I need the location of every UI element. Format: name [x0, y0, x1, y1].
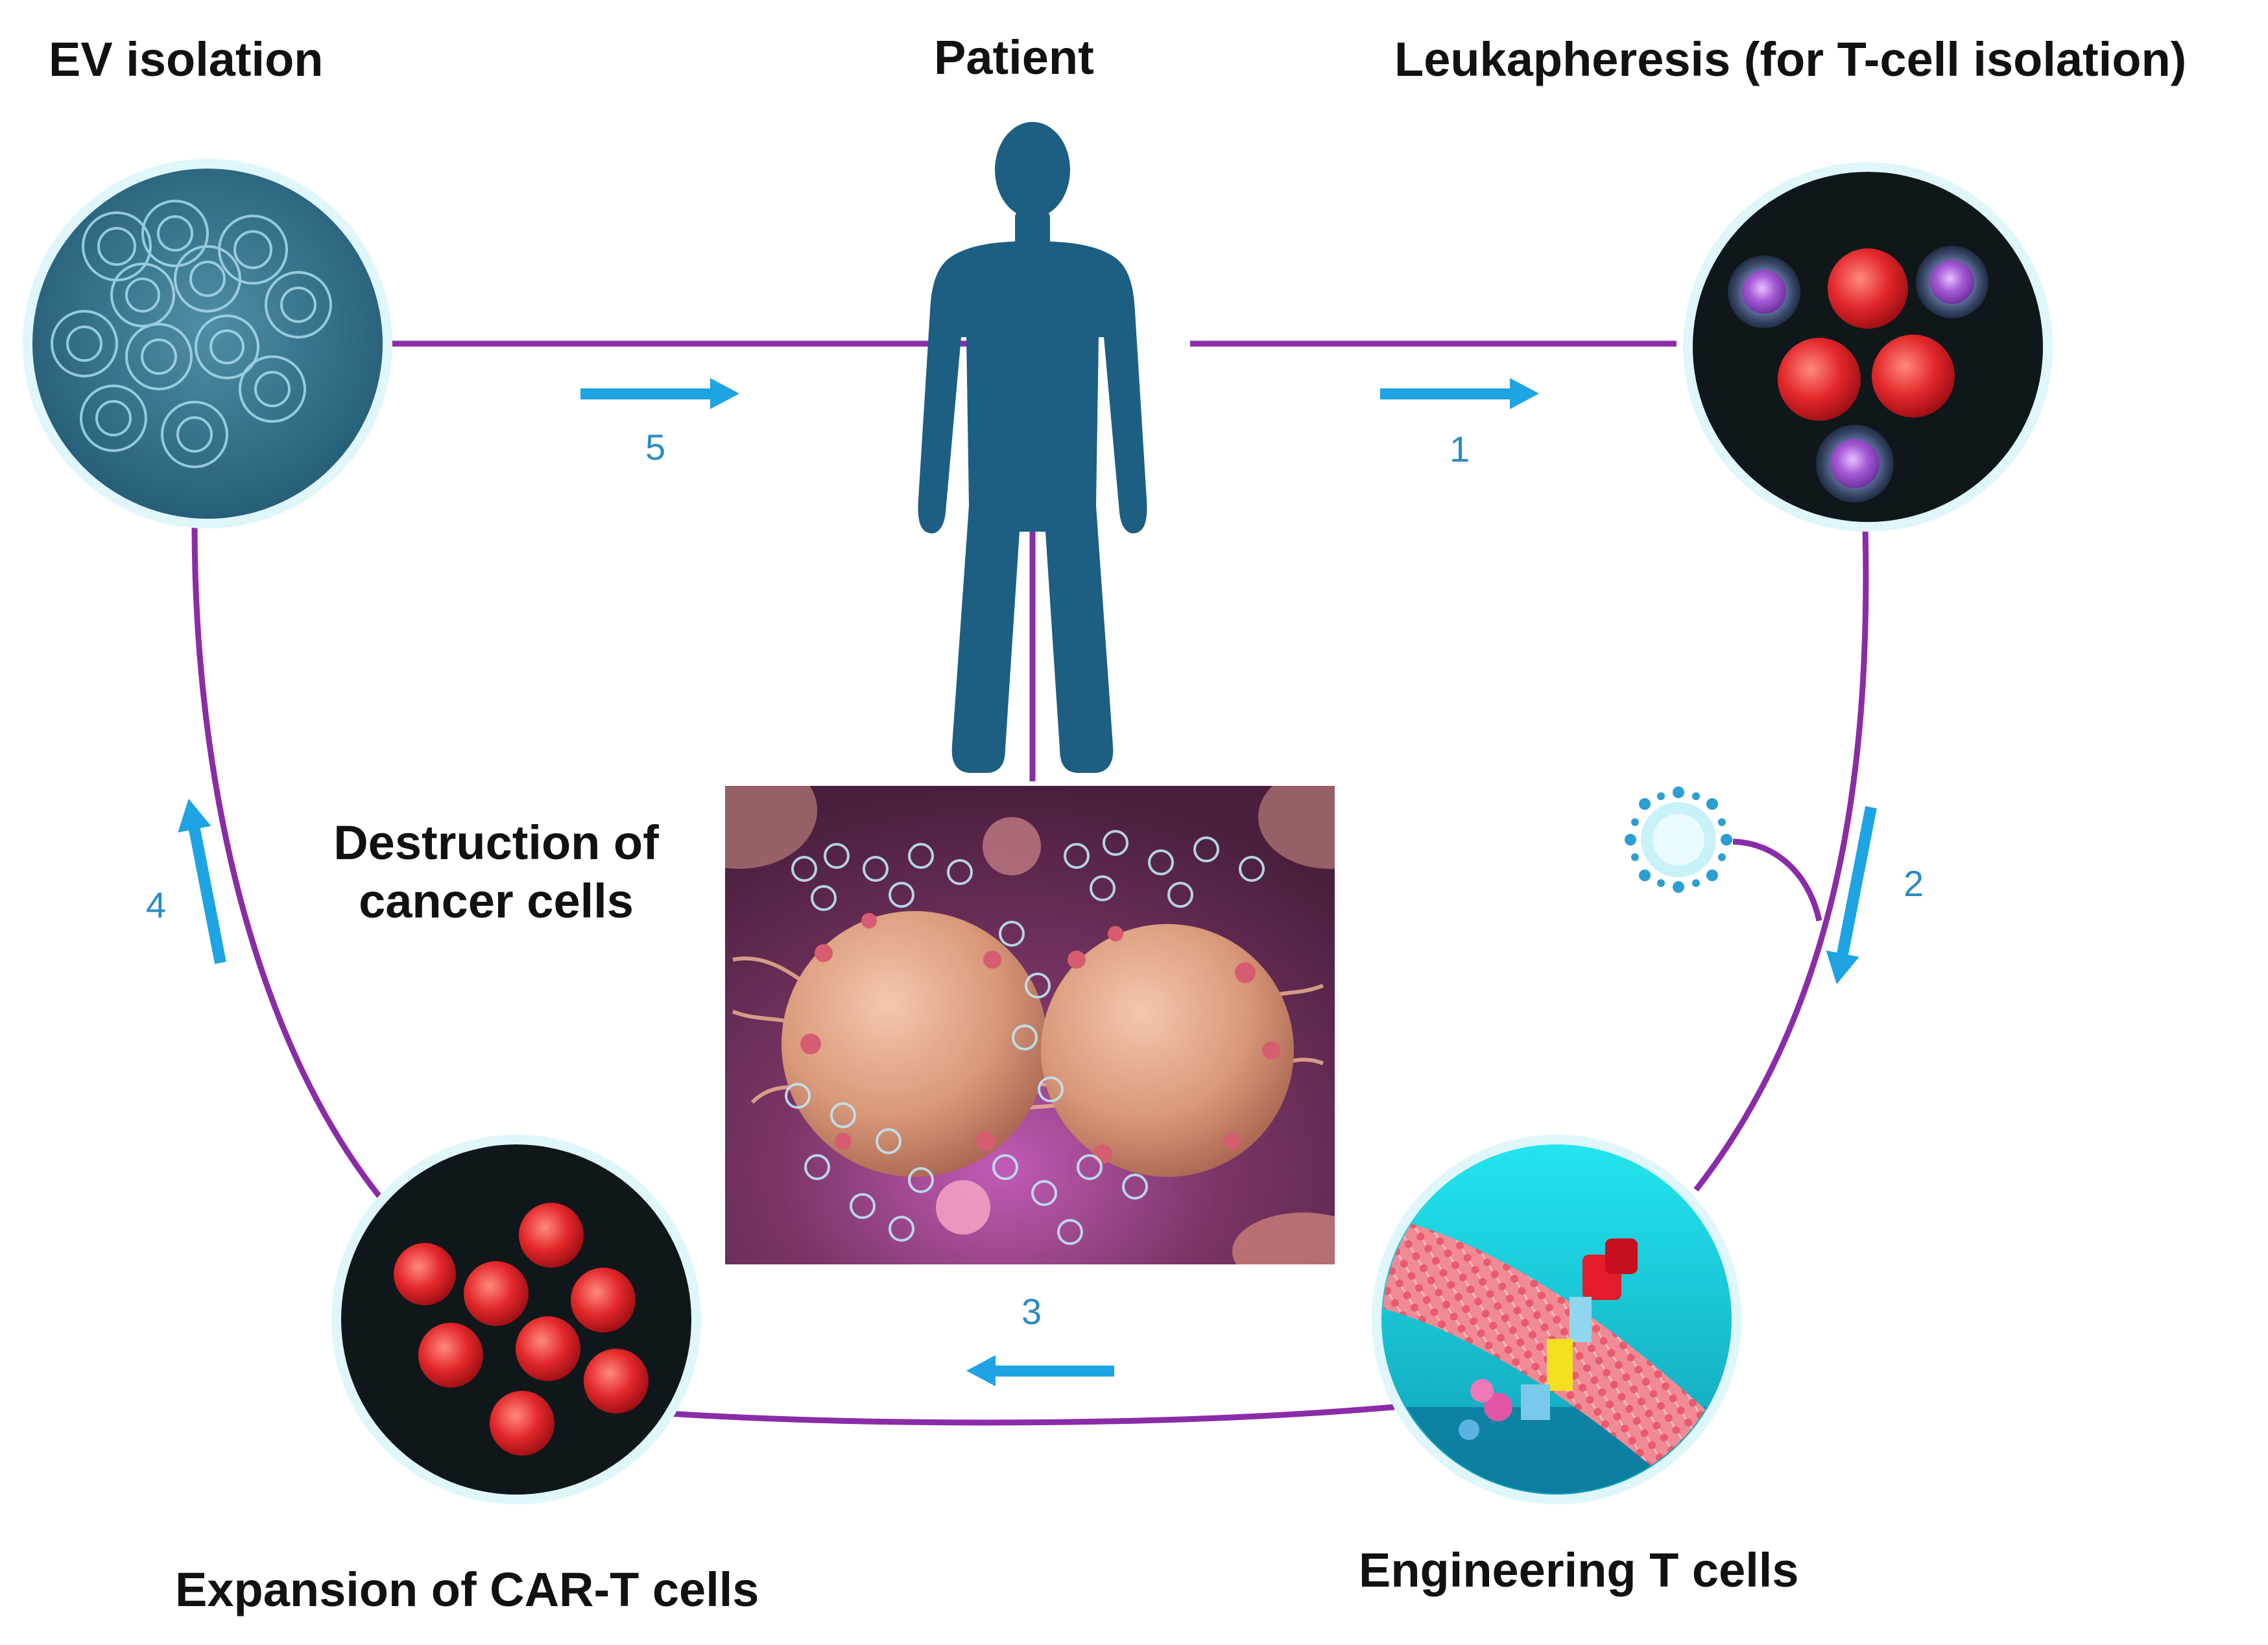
step-number-1: 1	[1450, 429, 1470, 469]
red-cell-icon	[1828, 248, 1908, 329]
engineering-t-cells-label: Engineering T cells	[1359, 1543, 1799, 1597]
leukapheresis-label: Leukapheresis (for T-cell isolation)	[1394, 32, 2187, 86]
car-t-cell-icon	[584, 1349, 649, 1414]
purple-cell-icon	[1816, 425, 1894, 503]
ev-vesicle-icon	[51, 310, 118, 377]
step-number-3: 3	[1021, 1291, 1042, 1332]
ev-vesicle-icon	[80, 385, 147, 452]
expansion-circle	[331, 1135, 701, 1504]
engineering-circle	[1372, 1135, 1741, 1504]
car-t-cell-icon	[418, 1323, 483, 1388]
connector-engineering-to-expansion	[667, 1404, 1395, 1426]
car-t-cell-icon	[519, 1203, 584, 1268]
ev-isolation-label: EV isolation	[49, 32, 324, 86]
purple-cell-icon	[1916, 246, 1988, 318]
viral-vector-icon	[1625, 787, 1732, 893]
ev-vesicle-icon	[174, 245, 241, 313]
arrow-step-2	[1826, 806, 1877, 984]
patient-figure-icon	[918, 122, 1147, 773]
expansion-of-car-t-cells-label: Expansion of CAR-T cells	[175, 1563, 759, 1616]
arrow-step-1	[1380, 378, 1539, 409]
ev-vesicle-icon	[239, 355, 306, 423]
cancer-cell-icon	[1041, 924, 1294, 1177]
car-t-cell-icon	[571, 1268, 636, 1332]
step-number-4: 4	[146, 884, 167, 925]
ev-vesicle-icon	[141, 200, 209, 267]
connector-expansion-to-ev	[191, 525, 382, 1198]
destruction-label-line-1: Destruction of	[333, 816, 659, 870]
patient-label: Patient	[934, 30, 1094, 84]
ev-vesicle-icon	[161, 401, 228, 468]
car-t-cell-icon	[464, 1261, 529, 1326]
leukapheresis-circle	[1683, 162, 2053, 532]
car-t-cell-icon	[394, 1243, 456, 1305]
car-t-cell-icon	[490, 1391, 555, 1456]
ev-vesicle-icon	[110, 263, 175, 327]
red-cell-icon	[1872, 335, 1955, 418]
step-number-2: 2	[1904, 863, 1924, 904]
arrow-step-3	[966, 1355, 1114, 1386]
ev-isolation-circle	[23, 159, 392, 528]
car-t-cell-icon	[516, 1316, 580, 1381]
ev-vesicle-icon	[195, 314, 259, 379]
cancer-cell-icon	[782, 911, 1047, 1177]
ev-vesicle-icon	[265, 271, 332, 338]
ev-vesicle-icon	[125, 323, 193, 390]
connector-virus-to-path	[1732, 838, 1822, 921]
car-receptor-icon	[1459, 1238, 1638, 1440]
arrow-step-4	[178, 798, 226, 964]
step-arrows	[178, 378, 1877, 1386]
purple-cell-icon	[1728, 255, 1800, 328]
step-number-5: 5	[645, 427, 666, 467]
destruction-of-cancer-cells-label: Destruction of cancer cells	[305, 814, 687, 931]
connector-leukapheresis-to-engineering	[1693, 528, 1869, 1192]
cancer-destruction-image	[725, 786, 1335, 1264]
red-cell-icon	[1778, 338, 1861, 421]
destruction-label-line-2: cancer cells	[359, 874, 634, 929]
arrow-step-5	[580, 378, 739, 409]
